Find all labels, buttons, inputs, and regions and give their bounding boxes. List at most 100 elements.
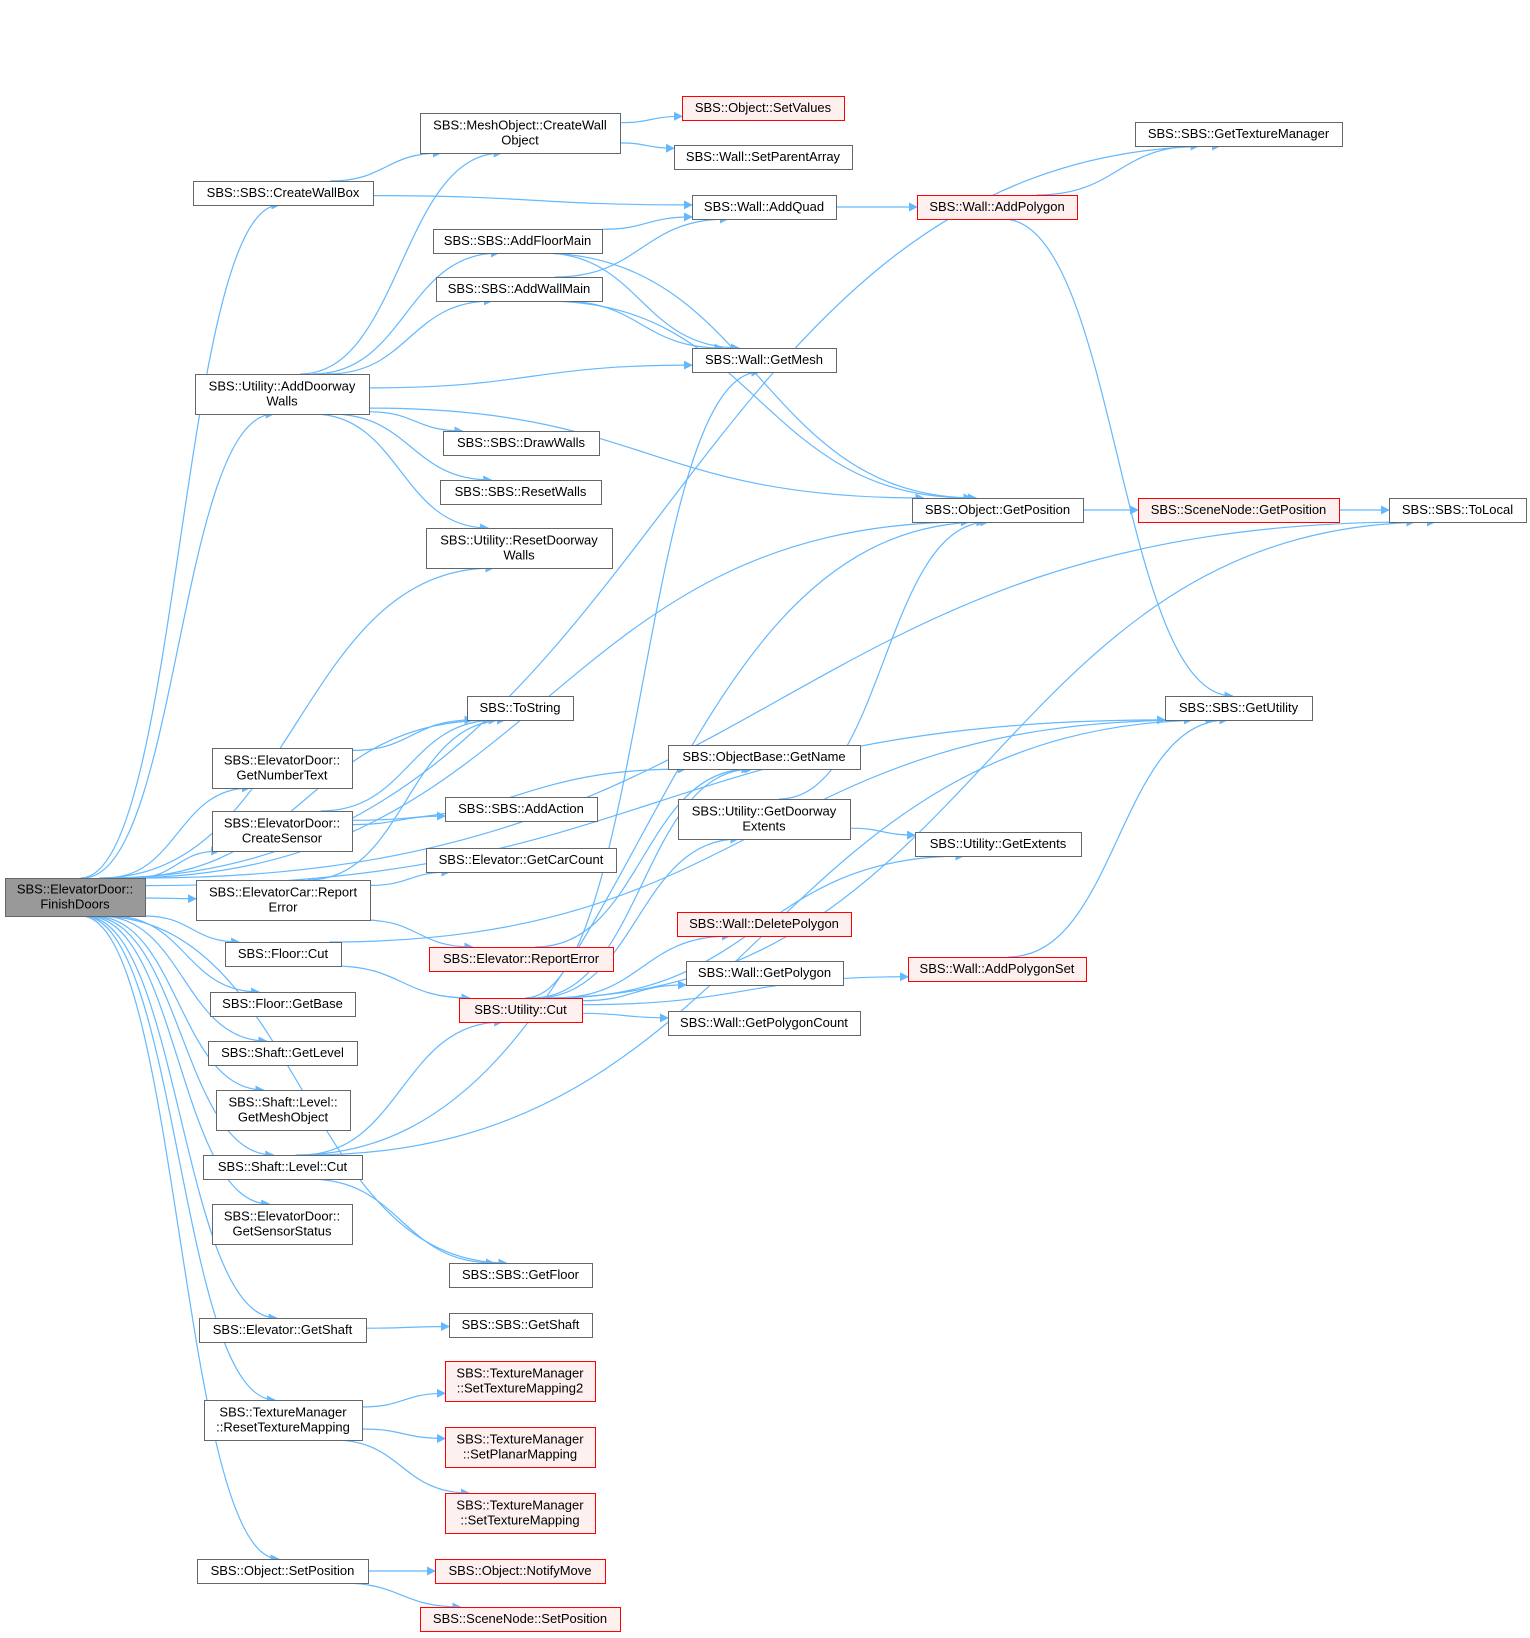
node-scenesetpos-box[interactable] [420, 1607, 621, 1632]
node-notifymove[interactable]: SBS::Object::NotifyMove [435, 1559, 606, 1584]
node-tostring-box[interactable] [467, 696, 574, 721]
node-carreporterror-box[interactable] [196, 880, 371, 921]
node-addquad-box[interactable] [692, 195, 837, 220]
node-getextents-box[interactable] [915, 832, 1082, 857]
node-createsensor[interactable]: SBS::ElevatorDoor::CreateSensor [212, 811, 353, 852]
node-floorgetbase[interactable]: SBS::Floor::GetBase [210, 992, 356, 1017]
node-addfloormain[interactable]: SBS::SBS::AddFloorMain [433, 229, 603, 254]
node-getpolycount-box[interactable] [668, 1011, 861, 1036]
node-setplanar-box[interactable] [445, 1427, 596, 1468]
node-scenegetpos[interactable]: SBS::SceneNode::GetPosition [1138, 498, 1340, 523]
node-settexmap2[interactable]: SBS::TextureManager::SetTextureMapping2 [445, 1361, 596, 1402]
node-elevreporterror-box[interactable] [429, 947, 614, 972]
node-levelcut-box[interactable] [203, 1155, 363, 1180]
node-deletepoly[interactable]: SBS::Wall::DeletePolygon [677, 912, 852, 937]
node-deletepoly-box[interactable] [677, 912, 852, 937]
node-shaftgetlevel-box[interactable] [208, 1041, 358, 1066]
node-addfloormain-box[interactable] [433, 229, 603, 254]
node-settexmap2-box[interactable] [445, 1361, 596, 1402]
node-getpolygon[interactable]: SBS::Wall::GetPolygon [686, 961, 844, 986]
node-gettexmgr-box[interactable] [1135, 122, 1343, 147]
node-tolocal[interactable]: SBS::SBS::ToLocal [1389, 498, 1527, 523]
node-floorcut-box[interactable] [225, 942, 342, 967]
node-getpolygon-box[interactable] [686, 961, 844, 986]
node-gettexmgr[interactable]: SBS::SBS::GetTextureManager [1135, 122, 1343, 147]
node-getnumbertext-box[interactable] [212, 748, 353, 789]
node-addwallmain[interactable]: SBS::SBS::AddWallMain [436, 277, 603, 302]
node-floorcut[interactable]: SBS::Floor::Cut [225, 942, 342, 967]
node-resetdoorway-box[interactable] [426, 528, 613, 569]
node-getsensorstatus-box[interactable] [212, 1204, 353, 1245]
node-resetwalls[interactable]: SBS::SBS::ResetWalls [440, 480, 602, 505]
node-createwallbox[interactable]: SBS::SBS::CreateWallBox [193, 181, 374, 206]
node-levelgetmesh[interactable]: SBS::Shaft::Level::GetMeshObject [216, 1090, 351, 1131]
node-levelcut[interactable]: SBS::Shaft::Level::Cut [203, 1155, 363, 1180]
node-scenegetpos-box[interactable] [1138, 498, 1340, 523]
node-resettexmap-box[interactable] [204, 1400, 363, 1441]
node-getsensorstatus[interactable]: SBS::ElevatorDoor::GetSensorStatus [212, 1204, 353, 1245]
node-getfloor-box[interactable] [449, 1263, 593, 1288]
node-createwallobj-box[interactable] [420, 113, 621, 154]
node-addpolygon-box[interactable] [917, 195, 1078, 220]
node-addaction[interactable]: SBS::SBS::AddAction [445, 797, 598, 822]
node-getdoorwayext-box[interactable] [678, 799, 851, 840]
node-getcarcount[interactable]: SBS::Elevator::GetCarCount [426, 848, 617, 873]
node-getnumbertext[interactable]: SBS::ElevatorDoor::GetNumberText [212, 748, 353, 789]
node-resetwalls-box[interactable] [440, 480, 602, 505]
node-elevgetshaft-box[interactable] [199, 1318, 367, 1343]
node-getname-box[interactable] [668, 745, 861, 770]
node-settexmap-box[interactable] [445, 1493, 596, 1534]
node-floorgetbase-box[interactable] [210, 992, 356, 1017]
node-addaction-box[interactable] [445, 797, 598, 822]
node-objgetpos[interactable]: SBS::Object::GetPosition [912, 498, 1084, 523]
node-scenesetpos[interactable]: SBS::SceneNode::SetPosition [420, 1607, 621, 1632]
node-shaftgetlevel[interactable]: SBS::Shaft::GetLevel [208, 1041, 358, 1066]
node-utilcut-box[interactable] [459, 998, 583, 1023]
node-elevreporterror[interactable]: SBS::Elevator::ReportError [429, 947, 614, 972]
node-addpolyset-box[interactable] [908, 957, 1087, 982]
node-addpolygon[interactable]: SBS::Wall::AddPolygon [917, 195, 1078, 220]
node-getpolycount[interactable]: SBS::Wall::GetPolygonCount [668, 1011, 861, 1036]
node-getmesh-box[interactable] [692, 348, 837, 373]
node-objsetposition[interactable]: SBS::Object::SetPosition [197, 1559, 369, 1584]
node-addquad[interactable]: SBS::Wall::AddQuad [692, 195, 837, 220]
node-finish[interactable]: SBS::ElevatorDoor::FinishDoors [5, 878, 146, 917]
node-drawwalls[interactable]: SBS::SBS::DrawWalls [443, 431, 600, 456]
node-notifymove-box[interactable] [435, 1559, 606, 1584]
node-getutility[interactable]: SBS::SBS::GetUtility [1165, 696, 1313, 721]
node-getutility-box[interactable] [1165, 696, 1313, 721]
node-finish-box[interactable] [5, 878, 146, 917]
node-setvalues[interactable]: SBS::Object::SetValues [682, 96, 845, 121]
node-getfloor[interactable]: SBS::SBS::GetFloor [449, 1263, 593, 1288]
node-addpolyset[interactable]: SBS::Wall::AddPolygonSet [908, 957, 1087, 982]
node-getextents[interactable]: SBS::Utility::GetExtents [915, 832, 1082, 857]
node-resettexmap[interactable]: SBS::TextureManager::ResetTextureMapping [204, 1400, 363, 1441]
node-tostring[interactable]: SBS::ToString [467, 696, 574, 721]
node-objsetposition-box[interactable] [197, 1559, 369, 1584]
node-adddoorway-box[interactable] [195, 374, 370, 415]
node-levelgetmesh-box[interactable] [216, 1090, 351, 1131]
node-getcarcount-box[interactable] [426, 848, 617, 873]
node-drawwalls-box[interactable] [443, 431, 600, 456]
node-setparentarray-box[interactable] [674, 145, 853, 170]
node-setparentarray[interactable]: SBS::Wall::SetParentArray [674, 145, 853, 170]
node-addwallmain-box[interactable] [436, 277, 603, 302]
node-objgetpos-box[interactable] [912, 498, 1084, 523]
node-getname[interactable]: SBS::ObjectBase::GetName [668, 745, 861, 770]
node-setplanar[interactable]: SBS::TextureManager::SetPlanarMapping [445, 1427, 596, 1468]
node-getshaft[interactable]: SBS::SBS::GetShaft [449, 1313, 593, 1338]
node-getshaft-box[interactable] [449, 1313, 593, 1338]
node-utilcut[interactable]: SBS::Utility::Cut [459, 998, 583, 1023]
node-createwallbox-box[interactable] [193, 181, 374, 206]
node-createsensor-box[interactable] [212, 811, 353, 852]
node-elevgetshaft[interactable]: SBS::Elevator::GetShaft [199, 1318, 367, 1343]
node-tolocal-box[interactable] [1389, 498, 1527, 523]
node-carreporterror[interactable]: SBS::ElevatorCar::ReportError [196, 880, 371, 921]
node-setvalues-box[interactable] [682, 96, 845, 121]
node-getmesh[interactable]: SBS::Wall::GetMesh [692, 348, 837, 373]
node-settexmap[interactable]: SBS::TextureManager::SetTextureMapping [445, 1493, 596, 1534]
